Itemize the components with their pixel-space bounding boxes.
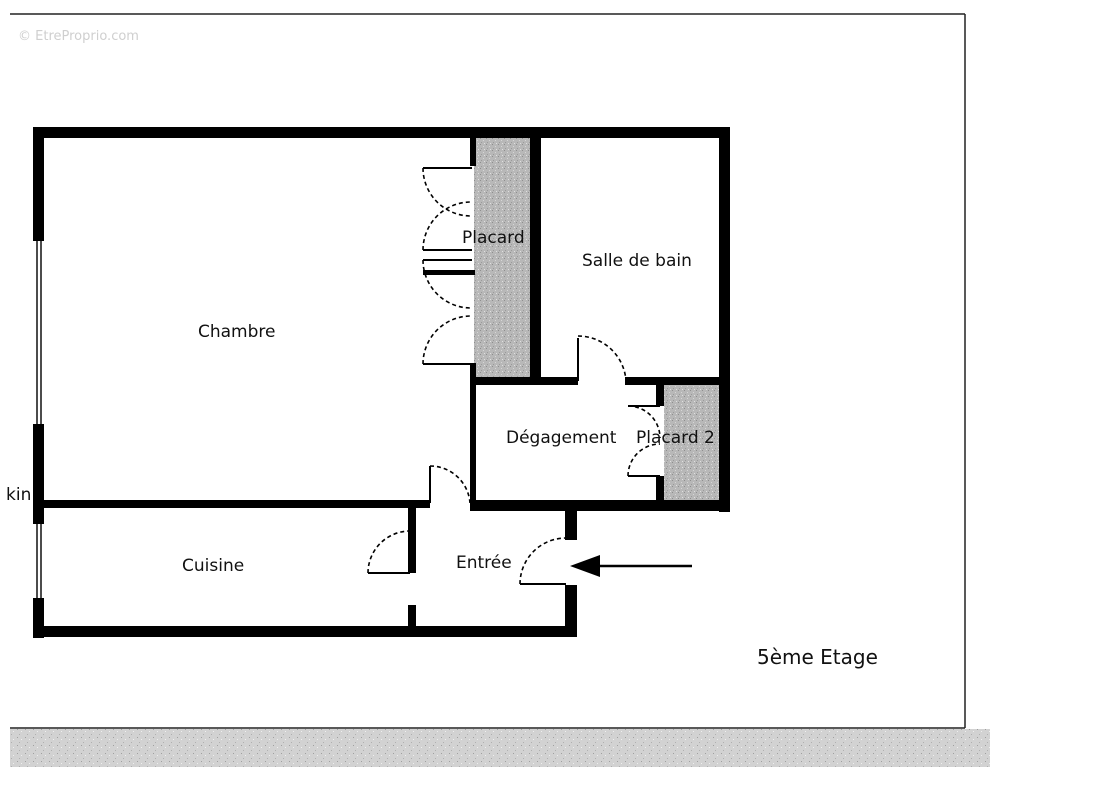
room-label-placard-2: Placard 2 [636,428,715,448]
room-label-chambre: Chambre [198,322,276,342]
room-label-entree: Entrée [456,553,512,573]
watermark-text: © EtreProprio.com [18,29,139,44]
placard-fill [474,136,534,379]
floor-label: 5ème Etage [757,645,878,669]
room-label-degagement: Dégagement [506,428,617,448]
scan-noise-band [10,729,990,767]
placard-2-fill [664,385,721,502]
room-label-placard: Placard [462,228,525,248]
door-swings [367,167,661,585]
windows [36,241,42,598]
entrance-arrow [570,555,692,577]
walls [33,127,730,638]
room-label-salle-de-bain: Salle de bain [582,251,692,271]
room-label-kitchen-cut: kin [6,485,31,505]
room-label-cuisine: Cuisine [182,556,244,576]
